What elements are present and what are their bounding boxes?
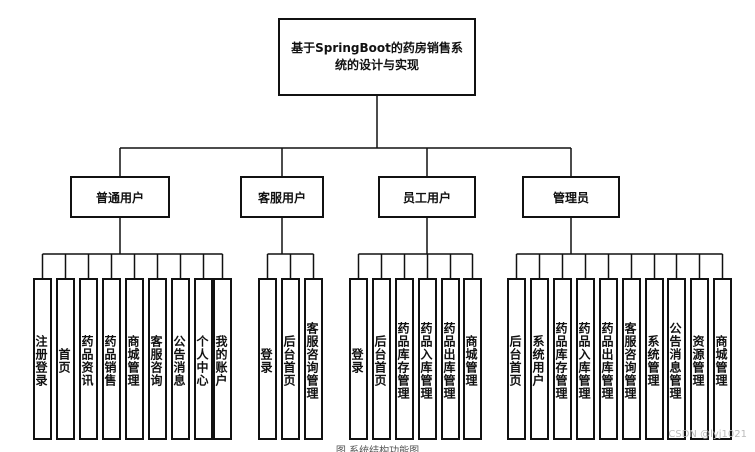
leaf-node-label: 登录 — [350, 348, 364, 374]
category-node: 客服用户 — [240, 176, 324, 218]
leaf-node: 后台首页 — [372, 278, 391, 440]
leaf-node: 登录 — [258, 278, 277, 440]
leaf-node: 客服咨询管理 — [304, 278, 323, 440]
leaf-node: 药品资讯 — [79, 278, 98, 440]
leaf-node-label: 系统管理 — [646, 335, 660, 387]
category-node: 员工用户 — [378, 176, 476, 218]
leaf-node-label: 资源管理 — [691, 335, 705, 387]
leaf-node-label: 药品出库管理 — [442, 322, 456, 400]
leaf-node: 药品入库管理 — [418, 278, 437, 440]
leaf-node: 药品入库管理 — [576, 278, 595, 440]
leaf-node: 登录 — [349, 278, 368, 440]
leaf-node-label: 商城管理 — [464, 335, 478, 387]
category-node: 普通用户 — [70, 176, 170, 218]
leaf-node-label: 药品库存管理 — [396, 322, 410, 400]
leaf-node: 商城管理 — [463, 278, 482, 440]
category-node-label: 普通用户 — [95, 190, 144, 205]
leaf-node: 药品库存管理 — [395, 278, 414, 440]
leaf-node-label: 客服咨询管理 — [623, 322, 637, 400]
leaf-node-label: 客服咨询管理 — [305, 322, 319, 400]
figure-caption: 图 系统结构功能图 — [335, 446, 420, 452]
leaf-node: 公告消息管理 — [667, 278, 686, 440]
leaf-node-label: 注册登录 — [34, 335, 48, 387]
leaf-node: 药品库存管理 — [553, 278, 572, 440]
leaf-node: 后台首页 — [507, 278, 526, 440]
leaf-node: 后台首页 — [281, 278, 300, 440]
leaf-node-label: 首页 — [57, 348, 71, 374]
leaf-node-label: 后台首页 — [373, 335, 387, 387]
leaf-node-label: 我的账户 — [214, 335, 228, 387]
leaf-node-label: 药品销售 — [103, 335, 117, 387]
leaf-node: 药品出库管理 — [599, 278, 618, 440]
leaf-node: 药品销售 — [102, 278, 121, 440]
leaf-node: 首页 — [56, 278, 75, 440]
leaf-node-label: 商城管理 — [714, 335, 728, 387]
leaf-node-label: 药品资讯 — [80, 335, 94, 387]
leaf-node-label: 公告消息 — [172, 335, 186, 387]
leaf-node-label: 公告消息管理 — [668, 322, 682, 400]
leaf-node: 注册登录 — [33, 278, 52, 440]
leaf-node: 个人中心 — [194, 278, 213, 440]
leaf-node: 商城管理 — [125, 278, 144, 440]
leaf-node-label: 个人中心 — [195, 335, 209, 387]
leaf-node-label: 药品出库管理 — [600, 322, 614, 400]
leaf-node: 公告消息 — [171, 278, 190, 440]
category-node-label: 管理员 — [552, 190, 589, 205]
leaf-node-label: 药品库存管理 — [554, 322, 568, 400]
leaf-node-label: 客服咨询 — [149, 335, 163, 387]
root-node: 基于SpringBoot的药房销售系统的设计与实现 — [278, 18, 476, 96]
leaf-node: 客服咨询 — [148, 278, 167, 440]
leaf-node: 客服咨询管理 — [622, 278, 641, 440]
leaf-node-label: 药品入库管理 — [577, 322, 591, 400]
leaf-node-label: 后台首页 — [508, 335, 522, 387]
leaf-node: 我的账户 — [213, 278, 232, 440]
leaf-node: 资源管理 — [690, 278, 709, 440]
leaf-node-label: 登录 — [259, 348, 273, 374]
leaf-node: 系统管理 — [645, 278, 664, 440]
category-node: 管理员 — [522, 176, 620, 218]
leaf-node: 商城管理 — [713, 278, 732, 440]
watermark: CSDN @lyj1021 — [668, 429, 747, 440]
category-node-label: 客服用户 — [257, 190, 306, 205]
category-node-label: 员工用户 — [402, 190, 451, 205]
leaf-node-label: 药品入库管理 — [419, 322, 433, 400]
leaf-node-label: 后台首页 — [282, 335, 296, 387]
leaf-node-label: 商城管理 — [126, 335, 140, 387]
root-node-label: 基于SpringBoot的药房销售系统的设计与实现 — [291, 41, 463, 72]
leaf-node: 药品出库管理 — [441, 278, 460, 440]
leaf-node: 系统用户 — [530, 278, 549, 440]
leaf-node-label: 系统用户 — [531, 335, 545, 387]
